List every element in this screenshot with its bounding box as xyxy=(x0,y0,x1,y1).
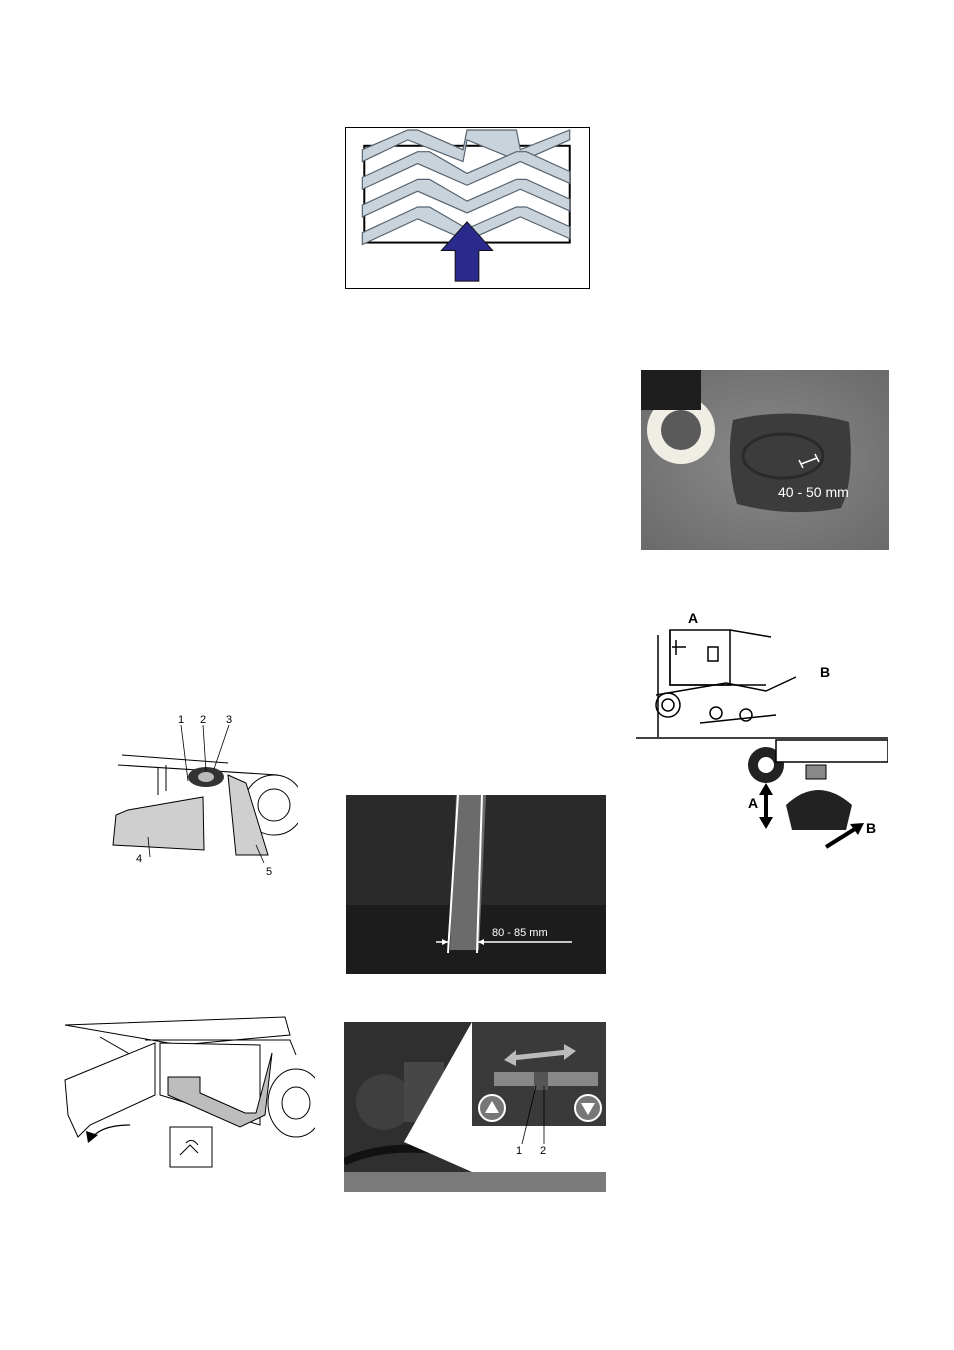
detail-inset xyxy=(170,1127,212,1167)
open-flap xyxy=(65,1043,155,1137)
side-brush-wear-drawing: 40 - 50 mm xyxy=(641,370,889,550)
tension-screw-drawing: 1 2 xyxy=(344,1022,606,1192)
flap-open-drawing xyxy=(60,1015,315,1170)
angle-label-b: B xyxy=(866,820,876,836)
brush-flaps-diagram: 1 2 3 4 5 xyxy=(108,705,298,883)
screw-callout-1: 1 xyxy=(516,1145,522,1157)
flaps-callout-4: 4 xyxy=(136,853,142,865)
chevron-filter-drawing xyxy=(346,128,589,288)
flaps-callout-5: 5 xyxy=(266,866,272,878)
upper-detail xyxy=(636,630,888,738)
decrease-icon xyxy=(575,1095,601,1121)
wear-measure-label: 40 - 50 mm xyxy=(778,484,849,500)
lower-detail xyxy=(748,740,888,830)
side-brush-wear-photo: 40 - 50 mm xyxy=(641,370,889,550)
tension-screw-photo: 1 2 xyxy=(344,1022,606,1192)
sweep-pattern-drawing: 80 - 85 mm xyxy=(346,795,606,974)
flaps-callout-1: 1 xyxy=(178,714,184,726)
height-label-a: A xyxy=(748,795,758,811)
flap-left xyxy=(113,797,204,850)
side-brush-hub xyxy=(661,410,701,450)
screw-callout-2: 2 xyxy=(540,1145,546,1157)
adjust-label-a: A xyxy=(688,610,698,626)
brush-flaps-drawing: 1 2 3 4 5 xyxy=(108,705,298,883)
brush-adjustment-drawing: A B A B xyxy=(636,605,888,855)
flap-open-diagram xyxy=(60,1015,315,1170)
side-brush-icon xyxy=(786,790,852,830)
adjust-label-b: B xyxy=(820,664,830,680)
sweep-measure-label: 80 - 85 mm xyxy=(492,927,548,939)
flaps-callout-2: 2 xyxy=(200,714,206,726)
chevron-filter-diagram xyxy=(345,127,590,289)
increase-icon xyxy=(479,1095,505,1121)
flaps-callout-3: 3 xyxy=(226,714,232,726)
machine-body xyxy=(641,370,701,410)
brush-adjustment-diagram: A B A B xyxy=(636,605,888,855)
sweep-pattern-photo: 80 - 85 mm xyxy=(346,795,606,974)
height-arrow-icon xyxy=(759,783,773,829)
